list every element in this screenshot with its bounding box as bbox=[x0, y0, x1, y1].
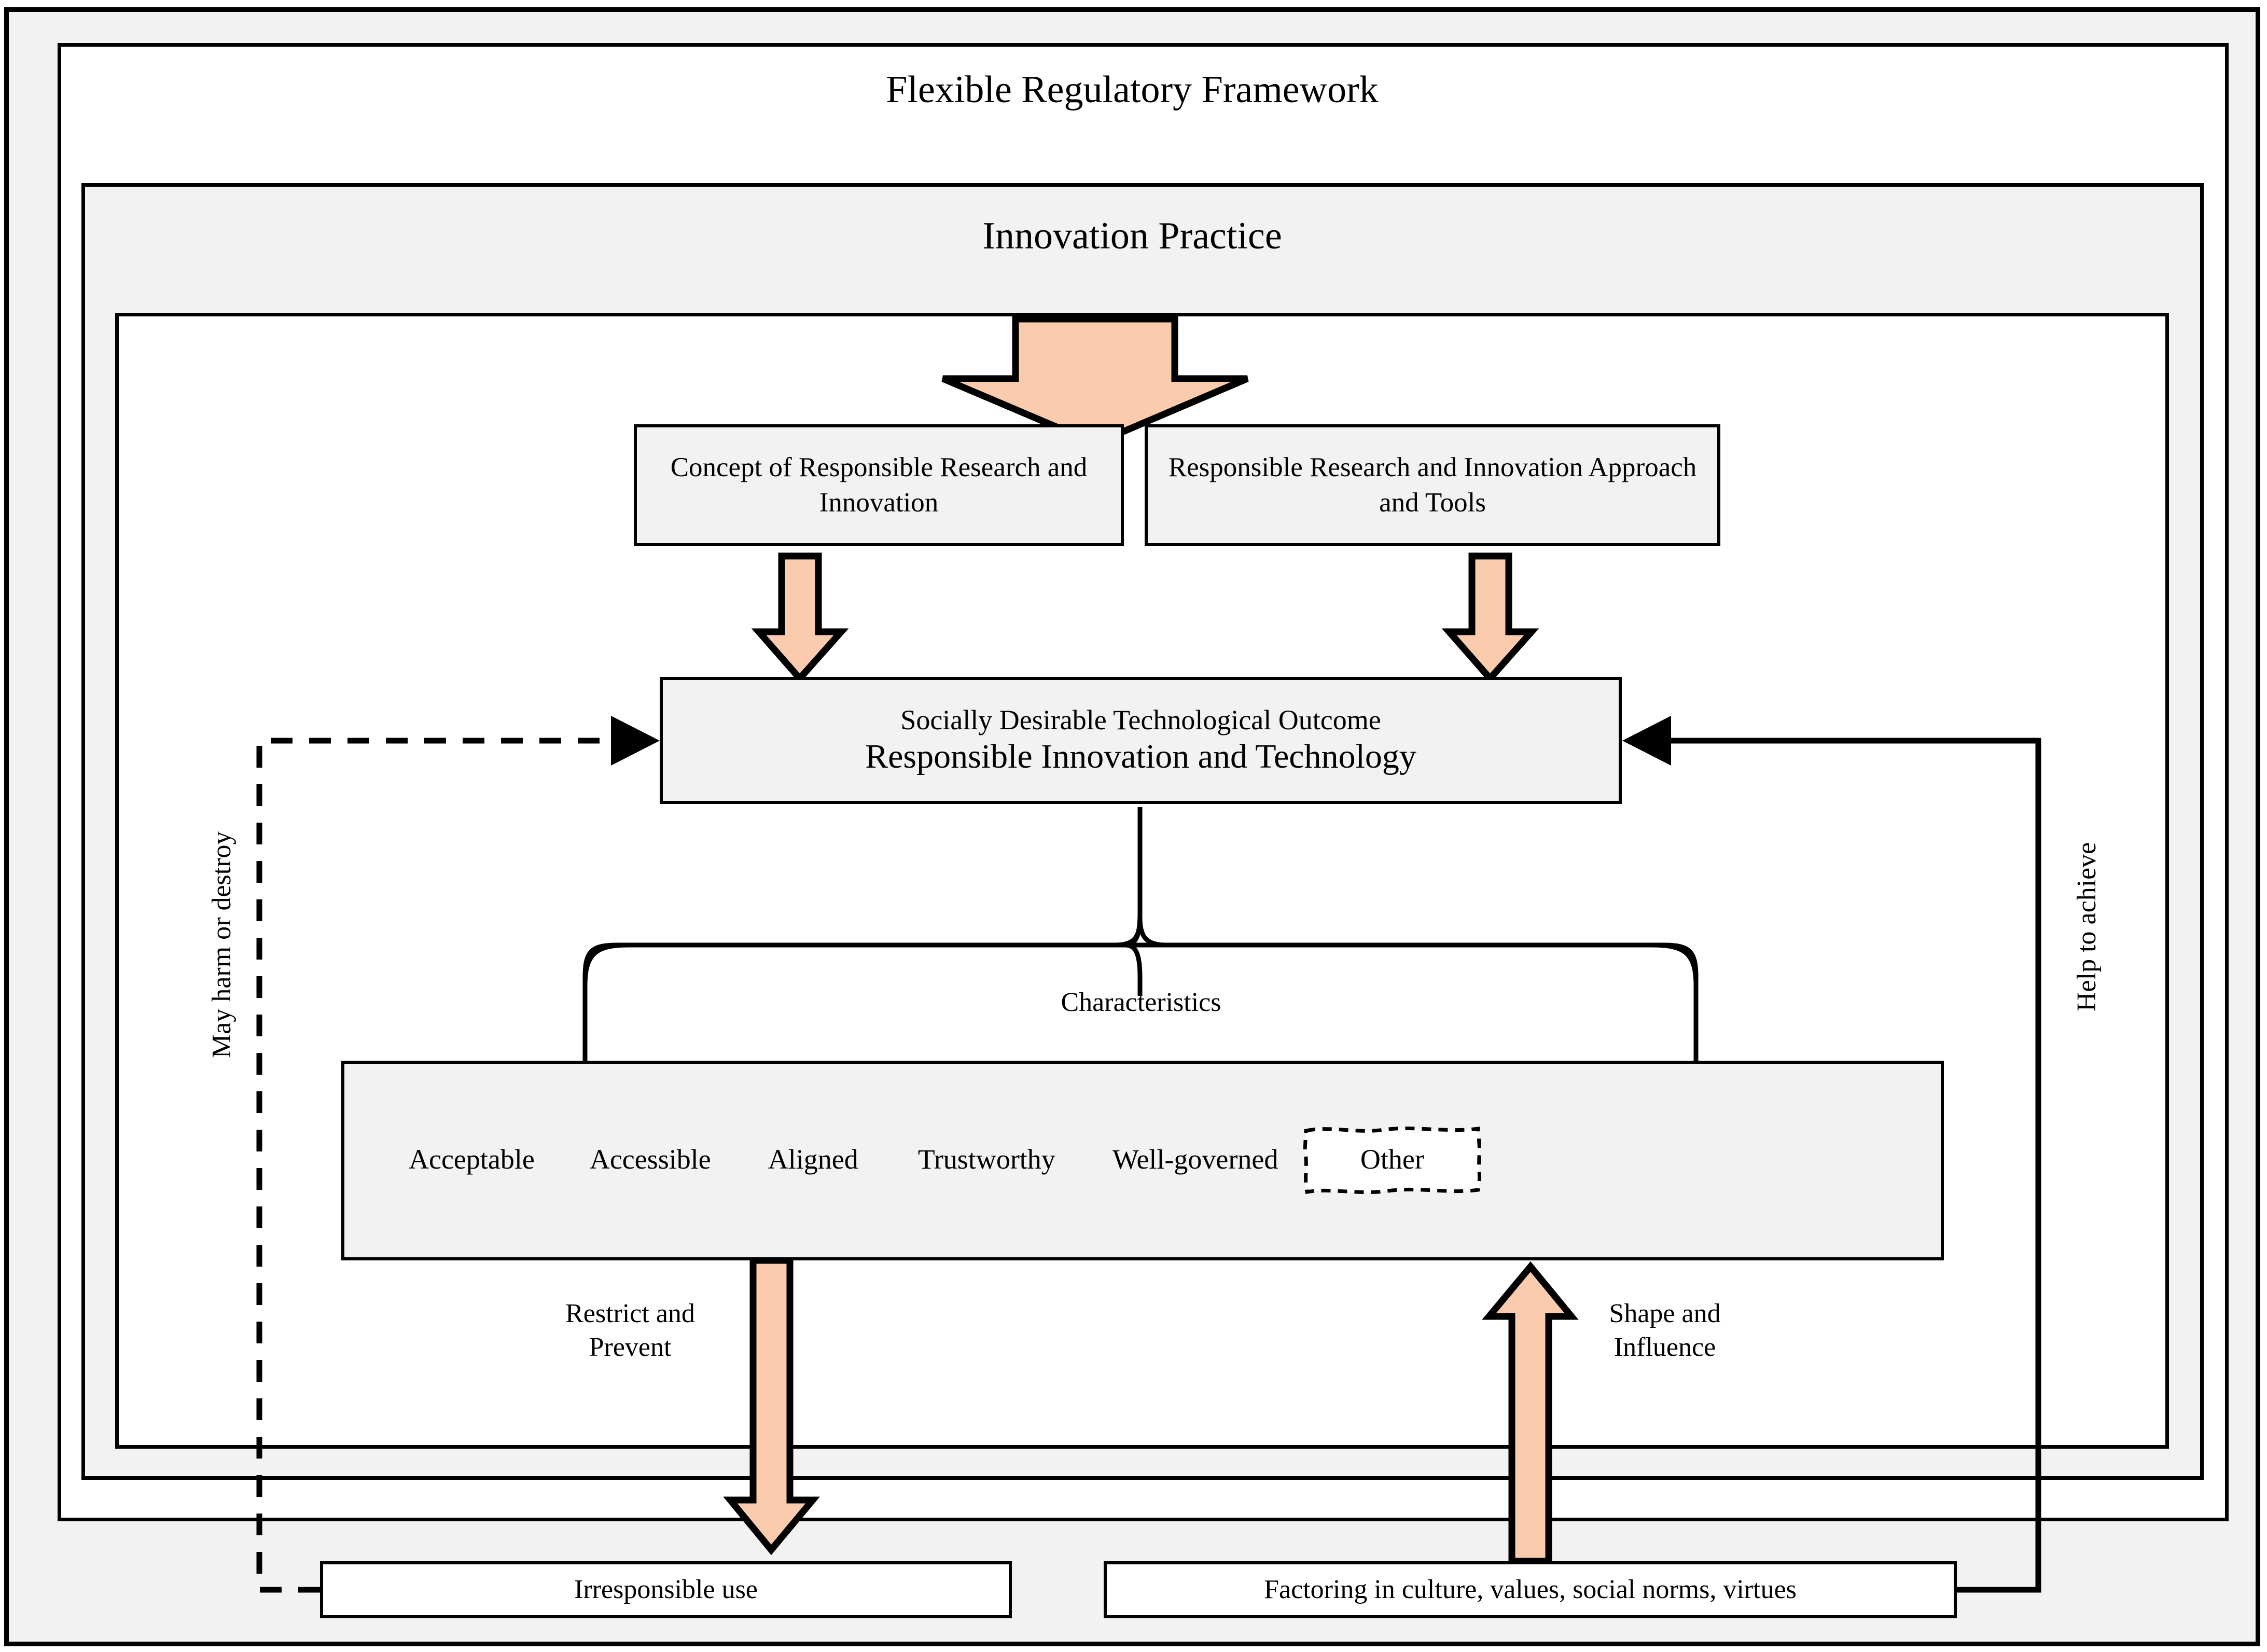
framework-title: Flexible Regulatory Framework bbox=[886, 68, 1379, 111]
outcome-title: Responsible Innovation and Technology bbox=[865, 737, 1416, 775]
characteristics-label: Characteristics bbox=[1061, 988, 1221, 1017]
box-factoring-in-culture-values[interactable]: Factoring in culture, values, social nor… bbox=[1104, 1561, 1957, 1618]
practice-inner-panel bbox=[115, 313, 2169, 1449]
outcome-subtitle: Socially Desirable Technological Outcome bbox=[900, 704, 1381, 735]
label-shape-line1: Shape and bbox=[1609, 1299, 1721, 1328]
characteristics-row: Acceptable Accessible Aligned Trustworth… bbox=[341, 1120, 1944, 1198]
characteristic-other-label: Other bbox=[1360, 1144, 1424, 1175]
label-help-to-achieve: Help to achieve bbox=[2072, 842, 2102, 1011]
characteristic-accessible[interactable]: Accessible bbox=[589, 1144, 711, 1175]
box-characteristics bbox=[341, 1061, 1944, 1260]
other-dashed-outline-icon bbox=[1303, 1126, 1482, 1195]
label-restrict-and-prevent: Restrict and Prevent bbox=[521, 1297, 739, 1364]
box-responsible-innovation-outcome[interactable]: Socially Desirable Technological Outcome… bbox=[660, 677, 1622, 804]
label-restrict-line2: Prevent bbox=[589, 1332, 672, 1362]
innovation-practice-title: Innovation Practice bbox=[982, 215, 1282, 257]
characteristic-aligned[interactable]: Aligned bbox=[768, 1144, 858, 1175]
label-may-harm-or-destroy: May harm or destroy bbox=[207, 831, 237, 1058]
outer-frame: Flexible Regulatory Framework Innovation… bbox=[4, 7, 2260, 1646]
characteristic-well-governed[interactable]: Well-governed bbox=[1112, 1144, 1278, 1175]
characteristic-other-box[interactable]: Other bbox=[1299, 1120, 1485, 1198]
characteristic-trustworthy[interactable]: Trustworthy bbox=[917, 1144, 1055, 1175]
characteristic-acceptable[interactable]: Acceptable bbox=[409, 1144, 535, 1175]
box-irresponsible-use[interactable]: Irresponsible use bbox=[320, 1561, 1012, 1618]
box-concept-of-rri[interactable]: Concept of Responsible Research and Inno… bbox=[634, 424, 1124, 546]
box-rri-approach-and-tools[interactable]: Responsible Research and Innovation Appr… bbox=[1145, 424, 1720, 546]
label-shape-line2: Influence bbox=[1614, 1332, 1716, 1362]
label-shape-and-influence: Shape and Influence bbox=[1556, 1297, 1774, 1364]
label-restrict-line1: Restrict and bbox=[565, 1299, 695, 1328]
